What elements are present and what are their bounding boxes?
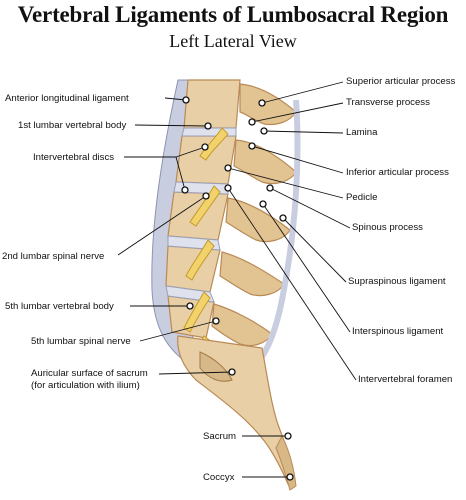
dot-l5-nerve: [212, 317, 220, 325]
leader-l5-nerve: [139, 320, 217, 342]
dot-spinous: [266, 184, 274, 192]
leader-discs-c: [175, 156, 186, 191]
nerve-l1: [199, 127, 229, 161]
label-superior-articular-process: Superior articular process: [346, 76, 456, 87]
spinal-nerves: [183, 127, 229, 367]
label-anterior-longitudinal-ligament: Anterior longitudinal ligament: [5, 93, 129, 104]
leader-discs-b: [175, 146, 206, 158]
vertebra-l1: [183, 79, 241, 129]
leader-l1-body: [134, 124, 209, 127]
pointer-dots: [181, 96, 294, 481]
dot-transverse: [248, 118, 256, 126]
dot-coccyx: [286, 473, 294, 481]
dot-l1-body: [204, 122, 212, 130]
label-coccyx: Coccyx: [203, 472, 235, 483]
dot-pedicle: [224, 164, 232, 172]
dot-l2-nerve: [202, 192, 210, 200]
label-intervertebral-foramen: Intervertebral foramen: [358, 374, 453, 385]
leader-lamina: [263, 130, 344, 134]
posterior-arches: [211, 83, 297, 347]
leader-lines: [117, 81, 357, 478]
dot-inferior-articular: [248, 142, 256, 150]
diagram-title: Vertebral Ligaments of Lumbosacral Regio…: [17, 2, 449, 27]
dot-sacrum: [284, 432, 292, 440]
label-transverse-process: Transverse process: [346, 97, 430, 108]
label-spinous-process: Spinous process: [352, 222, 423, 233]
leader-foramen: [227, 187, 357, 381]
leader-supraspinous: [282, 217, 347, 283]
label-fifth-lumbar-spinal-nerve: 5th lumbar spinal nerve: [31, 336, 131, 347]
label-auricular-surface-line1: Auricular surface of sacrum: [31, 368, 148, 379]
label-fifth-lumbar-vertebral-body: 5th lumbar vertebral body: [5, 301, 114, 312]
dot-lamina: [260, 127, 268, 135]
arch-l4: [219, 251, 285, 297]
leader-superior-articular: [261, 81, 344, 104]
dot-supraspinous: [279, 214, 287, 222]
label-interspinous-ligament: Interspinous ligament: [352, 326, 444, 337]
dot-anterior-ligament: [182, 96, 190, 104]
dot-l5-body: [186, 302, 194, 310]
label-inferior-articular-process: Inferior articular process: [346, 167, 449, 178]
dot-disc-1: [201, 143, 209, 151]
leader-l2-nerve: [117, 195, 207, 256]
dot-interspinous: [259, 200, 267, 208]
leader-pedicle: [227, 167, 344, 199]
label-lamina: Lamina: [346, 127, 378, 138]
supraspinous-ligament-shape: [255, 99, 301, 364]
nerve-l3: [185, 239, 215, 281]
dot-disc-2: [181, 186, 189, 194]
dot-foramen: [224, 184, 232, 192]
label-supraspinous-ligament: Supraspinous ligament: [348, 276, 446, 287]
label-auricular-surface-line2: (for articulation with ilium): [31, 380, 140, 391]
leader-spinous: [269, 187, 351, 229]
diagram-subtitle: Left Lateral View: [169, 31, 297, 51]
label-sacrum: Sacrum: [203, 431, 237, 442]
leader-auricular: [158, 371, 233, 375]
arch-l5: [211, 303, 273, 347]
sacrum-shape: [177, 335, 295, 486]
label-pedicle: Pedicle: [346, 192, 378, 203]
arch-l2: [233, 139, 297, 185]
label-intervertebral-discs: Intervertebral discs: [33, 152, 115, 163]
leader-transverse: [251, 102, 344, 123]
label-first-lumbar-vertebral-body: 1st lumbar vertebral body: [18, 120, 127, 131]
arch-l1: [239, 83, 297, 126]
dot-superior-articular: [258, 99, 266, 107]
leader-interspinous: [262, 203, 351, 333]
nerve-l4: [183, 291, 211, 333]
label-second-lumbar-spinal-nerve: 2nd lumbar spinal nerve: [2, 251, 105, 262]
dot-auricular: [228, 368, 236, 376]
leader-inferior-articular: [251, 145, 344, 174]
